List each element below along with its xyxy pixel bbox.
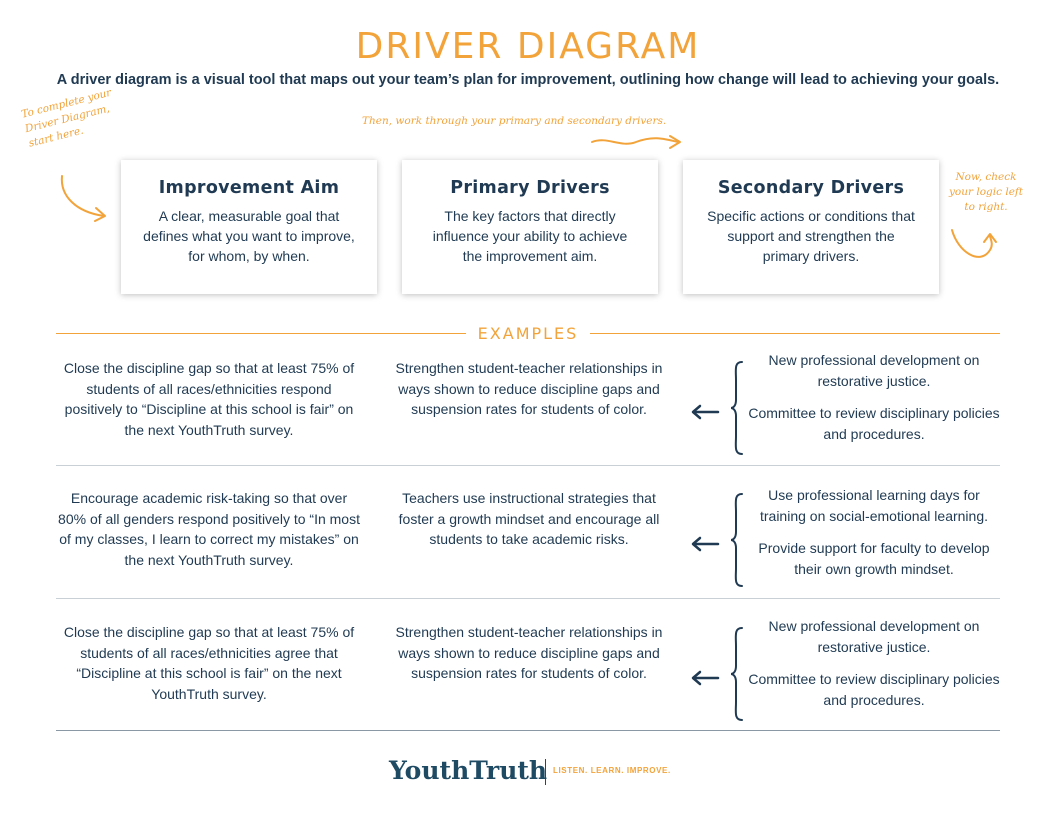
logo-tagline: LISTEN. LEARN. IMPROVE. xyxy=(553,766,671,775)
example-aim: Encourage academic risk-taking so that o… xyxy=(58,490,360,568)
note-work-through: Then, work through your primary and seco… xyxy=(362,115,667,127)
example-secondary-drivers: Use professional learning days for train… xyxy=(748,485,1000,591)
examples-heading: EXAMPLES xyxy=(477,324,579,343)
card-text: Specific actions or conditions that supp… xyxy=(707,208,915,264)
note-check-logic: Now, check your logic left to right. xyxy=(948,171,1024,213)
brace-icon xyxy=(730,627,743,721)
left-arrow-icon xyxy=(691,536,720,552)
row-divider xyxy=(56,598,1000,599)
example-primary-driver: Teachers use instructional strategies th… xyxy=(398,490,660,547)
example-secondary-drivers: New professional development on restorat… xyxy=(748,616,1000,722)
left-arrow-icon xyxy=(691,670,720,686)
card-title: Improvement Aim xyxy=(158,178,340,198)
example-primary-driver: Strengthen student-teacher relationships… xyxy=(395,624,663,681)
example-row-1: Close the discipline gap so that at leas… xyxy=(56,348,1000,480)
page-title: DRIVER DIAGRAM xyxy=(355,26,701,67)
card-title: Secondary Drivers xyxy=(717,178,905,198)
example-secondary-drivers: New professional development on restorat… xyxy=(748,350,1000,456)
secondary-driver: Committee to review disciplinary policie… xyxy=(748,405,1000,442)
loop-arrow-icon xyxy=(951,229,997,258)
page-subtitle: A driver diagram is a visual tool that m… xyxy=(56,72,1000,88)
card-text: A clear, measurable goal that defines wh… xyxy=(143,208,355,264)
secondary-driver: Committee to review disciplinary policie… xyxy=(748,671,1000,708)
example-row-3: Close the discipline gap so that at leas… xyxy=(56,614,1000,746)
secondary-driver: New professional development on restorat… xyxy=(768,352,980,389)
card-primary-drivers: Primary Drivers The key factors that dir… xyxy=(402,160,658,294)
row-divider xyxy=(56,465,1000,466)
brace-icon xyxy=(730,361,743,455)
examples-divider-right xyxy=(590,333,1000,334)
example-aim: Close the discipline gap so that at leas… xyxy=(63,624,355,702)
bottom-divider xyxy=(56,730,1000,731)
card-improvement-aim: Improvement Aim A clear, measurable goal… xyxy=(121,160,377,294)
left-arrow-icon xyxy=(691,404,720,420)
logo-divider xyxy=(545,759,546,785)
card-text: The key factors that directly influence … xyxy=(432,208,628,264)
card-secondary-drivers: Secondary Drivers Specific actions or co… xyxy=(683,160,939,294)
secondary-driver: Provide support for faculty to develop t… xyxy=(758,540,990,577)
example-primary-driver: Strengthen student-teacher relationships… xyxy=(395,360,663,417)
brace-icon xyxy=(730,493,743,587)
example-aim: Close the discipline gap so that at leas… xyxy=(63,360,355,438)
card-title: Primary Drivers xyxy=(450,178,610,198)
secondary-driver: Use professional learning days for train… xyxy=(759,487,989,524)
wavy-arrow-icon xyxy=(591,135,681,149)
secondary-driver: New professional development on restorat… xyxy=(768,618,980,655)
youthtruth-logo: YouthTruth xyxy=(389,756,548,785)
example-row-2: Encourage academic risk-taking so that o… xyxy=(56,480,1000,612)
examples-divider-left xyxy=(56,333,466,334)
note-start-here: To complete your Driver Diagram, start h… xyxy=(20,86,113,150)
curved-arrow-icon xyxy=(60,175,106,222)
